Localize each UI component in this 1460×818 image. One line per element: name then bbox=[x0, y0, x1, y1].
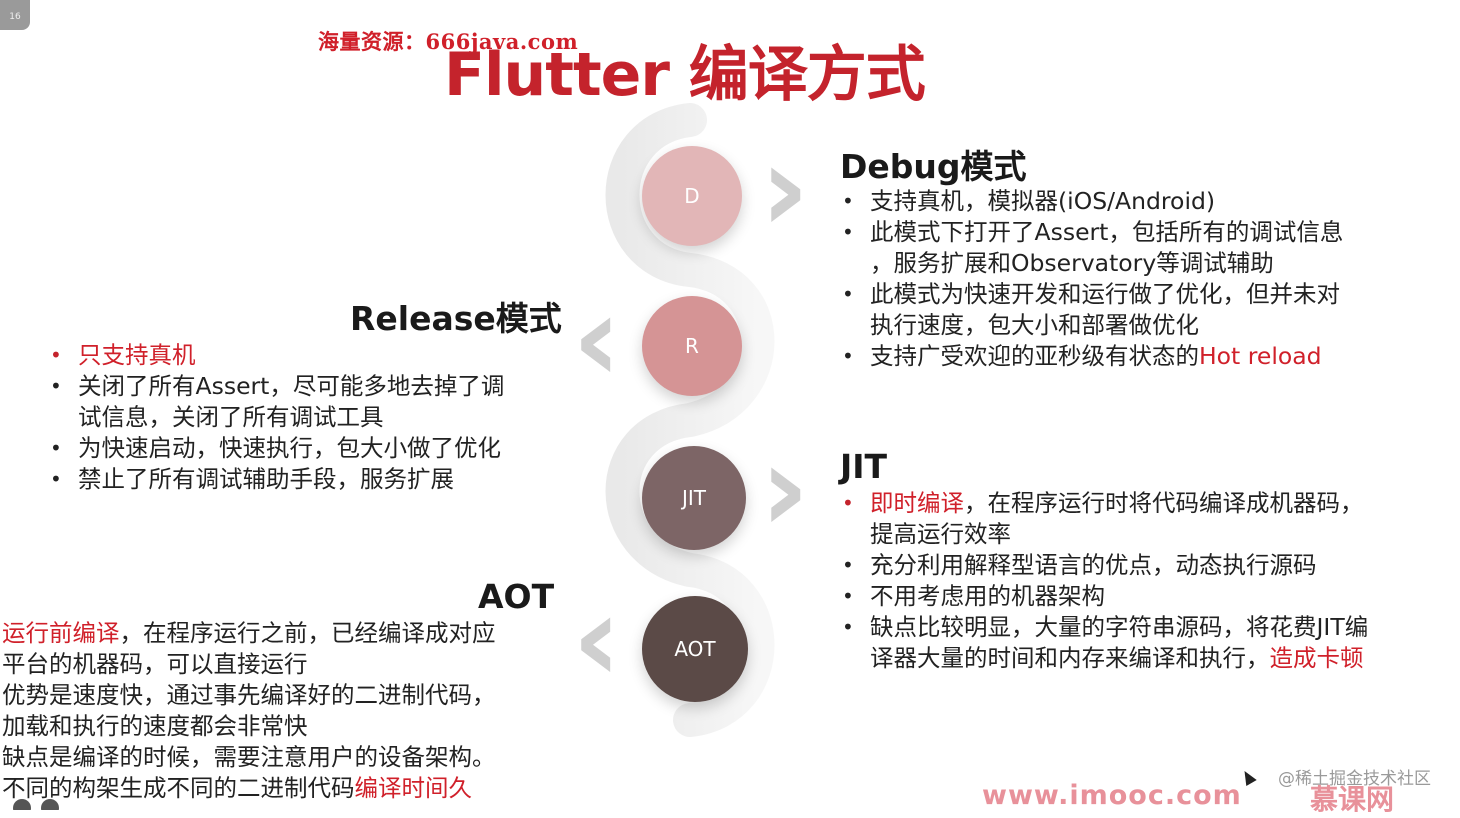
aot-line: 优势是速度快，通过事先编译好的二进制代码， bbox=[2, 681, 496, 709]
chevron-left-icon: ‹ bbox=[572, 270, 622, 409]
list-item: 只支持真机 bbox=[46, 340, 566, 371]
chevron-right-icon: › bbox=[760, 120, 810, 259]
aot-circle-label: AOT bbox=[674, 637, 716, 661]
aot-line: 加载和执行的速度都会非常快 bbox=[2, 712, 308, 740]
hot-reload-highlight: Hot reload bbox=[1199, 342, 1322, 370]
jit-heading: JIT bbox=[840, 447, 888, 486]
flow-connector-graphic bbox=[605, 103, 775, 737]
player-controls-icon[interactable] bbox=[10, 796, 70, 810]
imooc-brand-watermark: 慕课网 bbox=[1310, 783, 1395, 816]
release-mode-circle[interactable]: R bbox=[642, 296, 742, 396]
aot-heading: AOT bbox=[478, 577, 555, 616]
chevron-left-icon: ‹ bbox=[572, 570, 622, 709]
chevron-right-icon: › bbox=[760, 420, 810, 559]
slide-title: Flutter 编译方式 bbox=[444, 40, 926, 110]
imooc-url-watermark: www.imooc.com bbox=[982, 780, 1242, 811]
jit-circle-label: JIT bbox=[681, 486, 706, 510]
debug-circle-label: D bbox=[684, 184, 700, 208]
aot-line: 缺点是编译的时候，需要注意用户的设备架构。 bbox=[2, 743, 496, 771]
list-item: 支持真机，模拟器(iOS/Android) bbox=[838, 186, 1438, 217]
debug-mode-circle[interactable]: D bbox=[642, 146, 742, 246]
list-item: 充分利用解释型语言的优点，动态执行源码 bbox=[838, 550, 1448, 581]
mouse-cursor-icon bbox=[1239, 767, 1257, 787]
list-item: 支持广受欢迎的亚秒级有状态的Hot reload bbox=[838, 341, 1438, 372]
list-item: 此模式下打开了Assert，包括所有的调试信息，服务扩展和Observatory… bbox=[838, 217, 1438, 279]
list-item: 即时编译，在程序运行时将代码编译成机器码，提高运行效率 bbox=[838, 488, 1448, 550]
aot-line: 平台的机器码，可以直接运行 bbox=[2, 650, 308, 678]
list-item: 为快速启动，快速执行，包大小做了优化 bbox=[46, 433, 566, 464]
aot-line: 不同的构架生成不同的二进制代码编译时间久 bbox=[2, 774, 472, 802]
release-heading: Release模式 bbox=[350, 299, 562, 338]
juejin-watermark: @稀土掘金技术社区 bbox=[1278, 769, 1431, 789]
jit-list: 即时编译，在程序运行时将代码编译成机器码，提高运行效率 充分利用解释型语言的优点… bbox=[838, 488, 1448, 674]
debug-heading: Debug模式 bbox=[840, 147, 1027, 186]
watermark-text: 海量资源：666java.com bbox=[318, 29, 579, 54]
release-circle-label: R bbox=[685, 334, 699, 358]
slide-number-badge: 16 bbox=[0, 0, 30, 30]
aot-description: 运行前编译，在程序运行之前，已经编译成对应 平台的机器码，可以直接运行 优势是速… bbox=[2, 618, 562, 804]
aot-line: 运行前编译，在程序运行之前，已经编译成对应 bbox=[2, 619, 496, 647]
list-item: 禁止了所有调试辅助手段，服务扩展 bbox=[46, 464, 566, 495]
list-item: 不用考虑用的机器架构 bbox=[838, 581, 1448, 612]
list-item: 缺点比较明显，大量的字符串源码，将花费JIT编译器大量的时间和内存来编译和执行，… bbox=[838, 612, 1448, 674]
aot-circle[interactable]: AOT bbox=[642, 596, 748, 702]
release-list: 只支持真机 关闭了所有Assert，尽可能多地去掉了调试信息，关闭了所有调试工具… bbox=[46, 340, 566, 495]
jit-circle[interactable]: JIT bbox=[642, 446, 746, 550]
debug-list: 支持真机，模拟器(iOS/Android) 此模式下打开了Assert，包括所有… bbox=[838, 186, 1438, 372]
